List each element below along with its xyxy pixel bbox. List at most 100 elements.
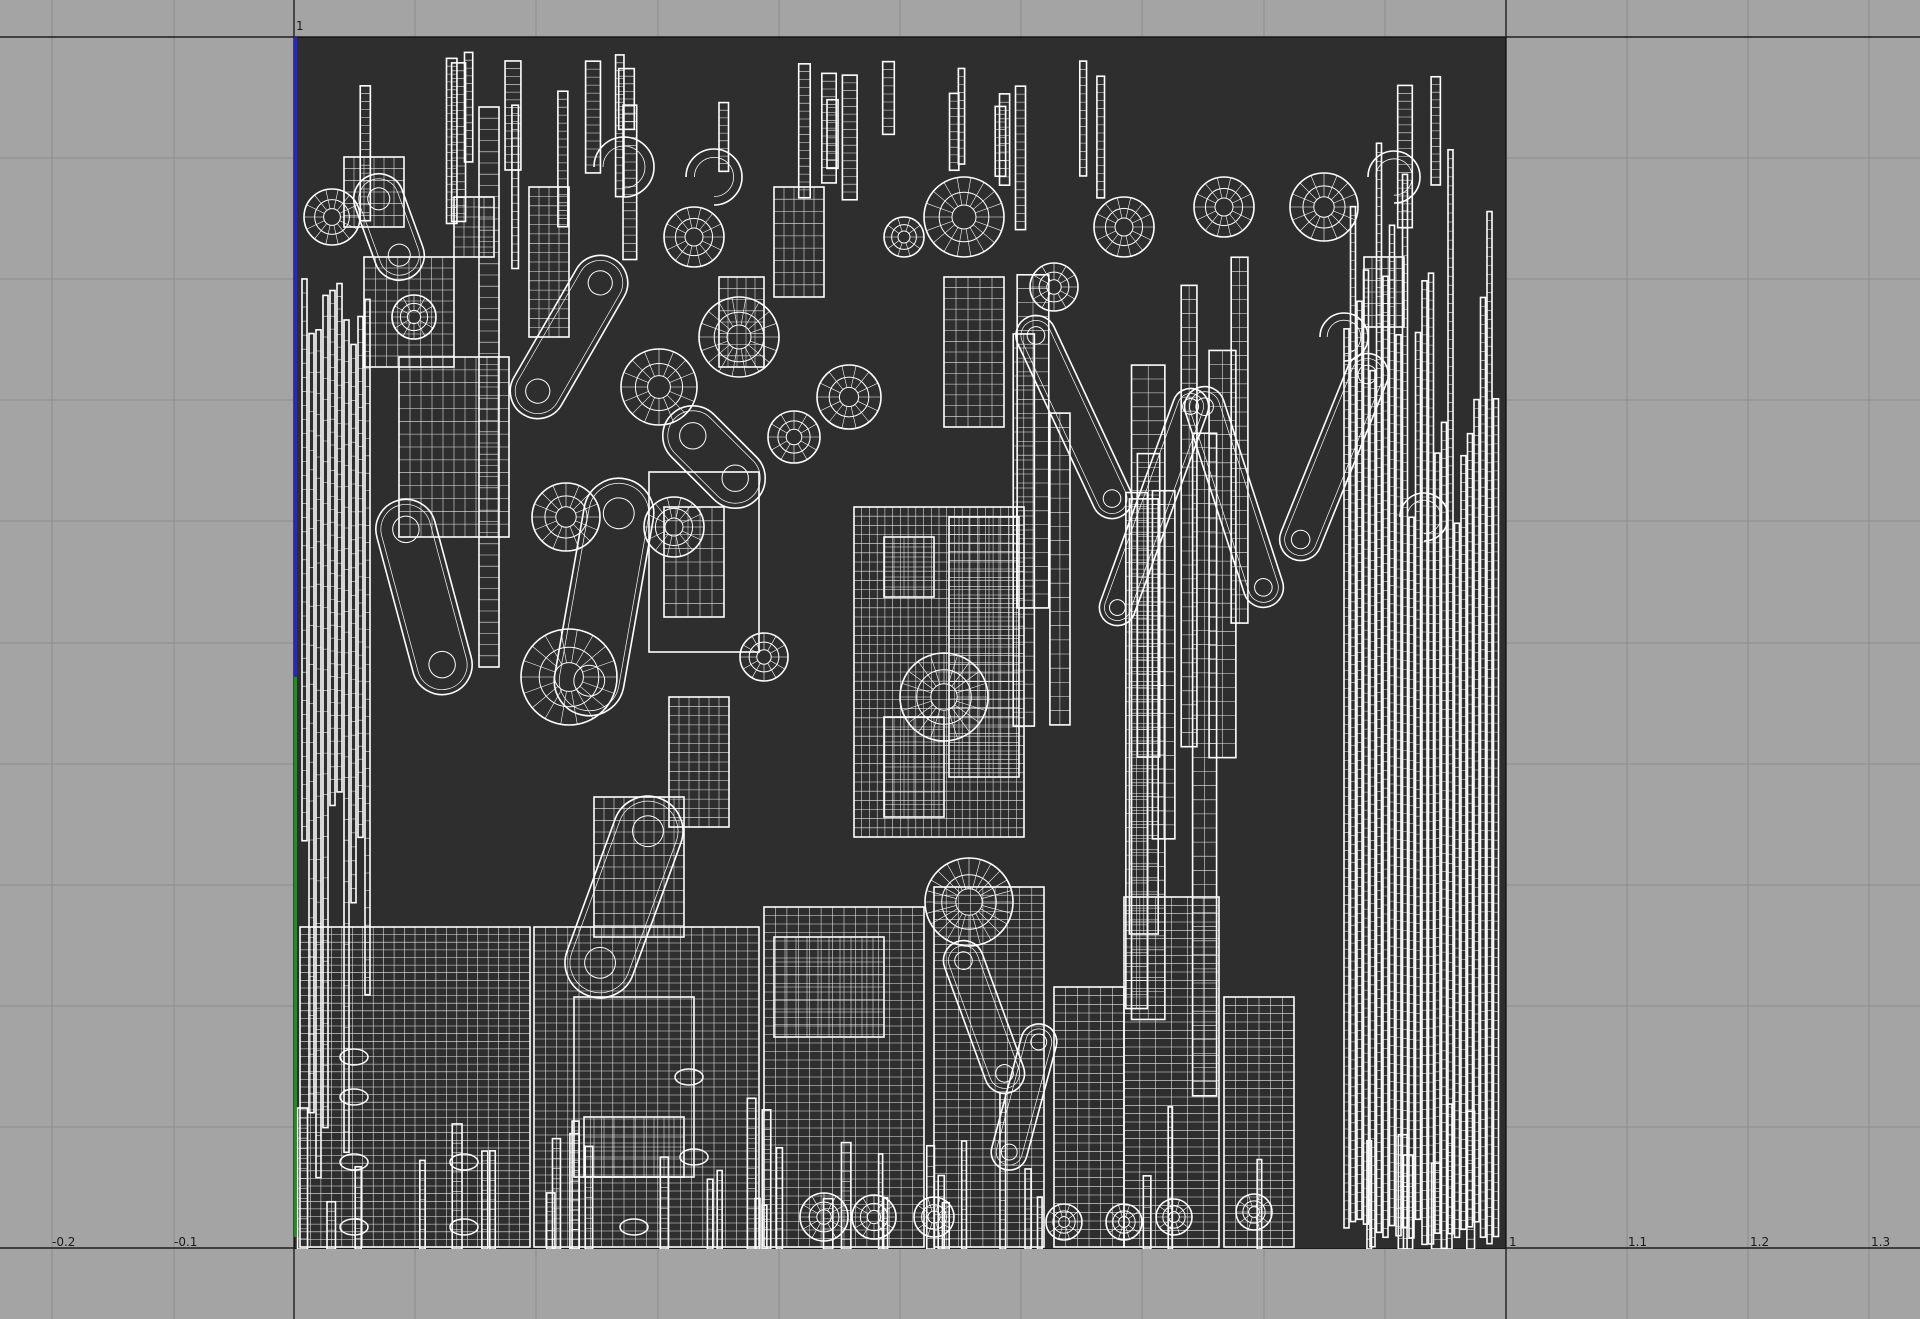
uv-shell[interactable] [478,106,500,668]
uv-shell[interactable] [1049,412,1071,726]
uv-shell-link[interactable] [347,167,432,287]
uv-shell[interactable] [419,1159,426,1249]
uv-shell[interactable] [1362,269,1370,1225]
uv-shell-hook[interactable] [593,136,655,198]
uv-shell[interactable] [511,104,520,270]
uv-shell[interactable] [1421,280,1428,1246]
uv-shell[interactable] [853,506,1025,838]
uv-shell-radial[interactable] [1105,1203,1143,1241]
uv-shell[interactable] [948,92,960,172]
uv-shell[interactable] [359,85,372,222]
uv-shell[interactable] [1343,328,1350,1229]
uv-shell-radial[interactable] [1045,1203,1083,1241]
uv-shell[interactable] [315,329,322,1179]
uv-shell[interactable] [301,278,308,842]
uv-shell[interactable] [533,926,760,1248]
uv-shell[interactable] [1408,516,1415,1239]
uv-shell-radial[interactable] [1193,176,1255,238]
uv-shell[interactable] [718,276,765,368]
uv-shell-hook[interactable] [685,148,743,206]
uv-shell[interactable] [1191,432,1218,1097]
uv-shell[interactable] [706,1178,714,1249]
uv-shell[interactable] [1430,75,1442,186]
uv-shell[interactable] [1427,272,1435,1245]
uv-shell[interactable] [775,1147,784,1249]
uv-shell[interactable] [1382,275,1389,1239]
uv-shell[interactable] [1024,1168,1032,1249]
uv-shell[interactable] [1453,522,1461,1239]
uv-shell[interactable] [1369,369,1376,1248]
uv-shell-radial[interactable] [1029,262,1079,312]
uv-shell[interactable] [593,796,685,938]
uv-shell[interactable] [1430,1162,1443,1249]
uv-shell-link[interactable] [938,935,1030,1099]
uv-shell[interactable] [584,60,602,174]
uv-shell[interactable] [1130,364,1166,1021]
uv-shell[interactable] [797,63,812,199]
uv-shell[interactable] [1230,256,1249,624]
uv-shell[interactable] [994,105,1007,178]
uv-shell[interactable] [925,1144,936,1249]
uv-shell-radial[interactable] [620,348,698,426]
uv-shell-radial[interactable] [1235,1193,1273,1231]
uv-shell[interactable] [296,1107,309,1249]
uv-shell-radial[interactable] [303,188,361,246]
uv-shell[interactable] [1460,454,1467,1231]
uv-shell-radial[interactable] [698,296,780,378]
uv-shell-link[interactable] [1094,383,1213,630]
uv-shell[interactable] [881,60,896,136]
uv-shell[interactable] [1486,210,1493,1245]
uv-shell-radial[interactable] [643,496,705,558]
uv-shell-radial[interactable] [883,216,925,258]
uv-shell[interactable] [398,356,510,538]
uv-shell[interactable] [308,332,315,1114]
uv-shell[interactable] [1167,1106,1174,1249]
uv-shell-radial[interactable] [739,632,789,682]
uv-shell[interactable] [488,1150,497,1249]
uv-shell[interactable] [1356,300,1363,1221]
uv-shell-radial[interactable] [851,1194,897,1240]
uv-shell[interactable] [614,54,625,198]
uv-shell[interactable] [1479,296,1487,1238]
uv-shell-hole[interactable] [679,1148,709,1166]
uv-shell[interactable] [1142,1175,1152,1249]
uv-shell[interactable] [960,1140,968,1249]
uv-shell[interactable] [841,74,858,201]
uv-shell[interactable] [1434,452,1441,1234]
uv-shell-hook[interactable] [1367,150,1421,204]
uv-shell-link[interactable] [369,493,479,702]
uv-shell[interactable] [1078,60,1088,177]
uv-shell[interactable] [648,471,760,653]
uv-shell[interactable] [1440,421,1448,1249]
uv-shell[interactable] [957,67,966,165]
uv-shell[interactable] [1492,398,1500,1238]
uv-shell[interactable] [883,716,945,818]
uv-shell-radial[interactable] [520,628,618,726]
uv-shell[interactable] [1363,256,1405,328]
uv-shell[interactable] [1473,398,1480,1223]
uv-shell[interactable] [343,319,350,1154]
uv-shell-hole[interactable] [449,1218,479,1236]
uv-shell[interactable] [584,1145,594,1249]
uv-shell[interactable] [1128,498,1159,935]
uv-shell[interactable] [1388,224,1396,1227]
uv-shell[interactable] [1180,284,1198,748]
uv-shell[interactable] [450,62,467,223]
uv-shell[interactable] [821,72,838,184]
uv-shell[interactable] [1414,331,1422,1221]
uv-shell[interactable] [1466,432,1474,1228]
uv-shell[interactable] [659,1156,670,1249]
uv-shell-link[interactable] [987,1020,1061,1174]
uv-shell[interactable] [1096,75,1106,199]
uv-shell[interactable] [481,1150,489,1249]
uv-shell[interactable] [299,926,531,1248]
uv-shell-hole[interactable] [339,1218,369,1236]
uv-shell-hole[interactable] [674,1068,704,1086]
uv-shell[interactable] [1014,85,1027,231]
uv-shell[interactable] [668,696,730,828]
uv-shell[interactable] [1466,1110,1476,1249]
uv-shell[interactable] [336,282,343,793]
uv-shell-link[interactable] [1009,309,1138,525]
uv-shell[interactable] [1123,896,1220,1248]
uv-shell[interactable] [1375,142,1383,1234]
